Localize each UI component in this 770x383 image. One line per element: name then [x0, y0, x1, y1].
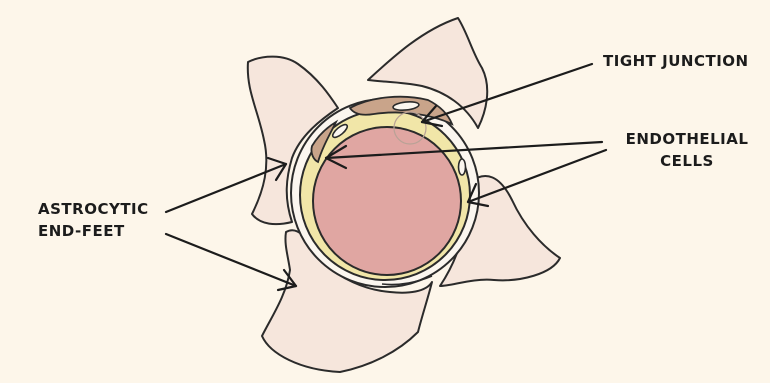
label-astrocytic-line-1: ASTROCYTIC	[38, 198, 149, 220]
vessel-lumen	[313, 127, 461, 275]
nucleus-right	[459, 159, 466, 175]
astrocytic-arrow-line-2	[166, 234, 296, 286]
label-endothelial-cells: ENDOTHELIAL CELLS	[612, 128, 762, 172]
label-astrocytic-line-2: END-FEET	[38, 220, 149, 242]
label-endothelial-line-1: ENDOTHELIAL	[612, 128, 762, 150]
label-tight-junction: TIGHT JUNCTION	[603, 50, 749, 72]
label-endothelial-line-2: CELLS	[612, 150, 762, 172]
label-astrocytic-end-feet: ASTROCYTIC END-FEET	[38, 198, 149, 242]
vessel-wall	[291, 97, 479, 287]
